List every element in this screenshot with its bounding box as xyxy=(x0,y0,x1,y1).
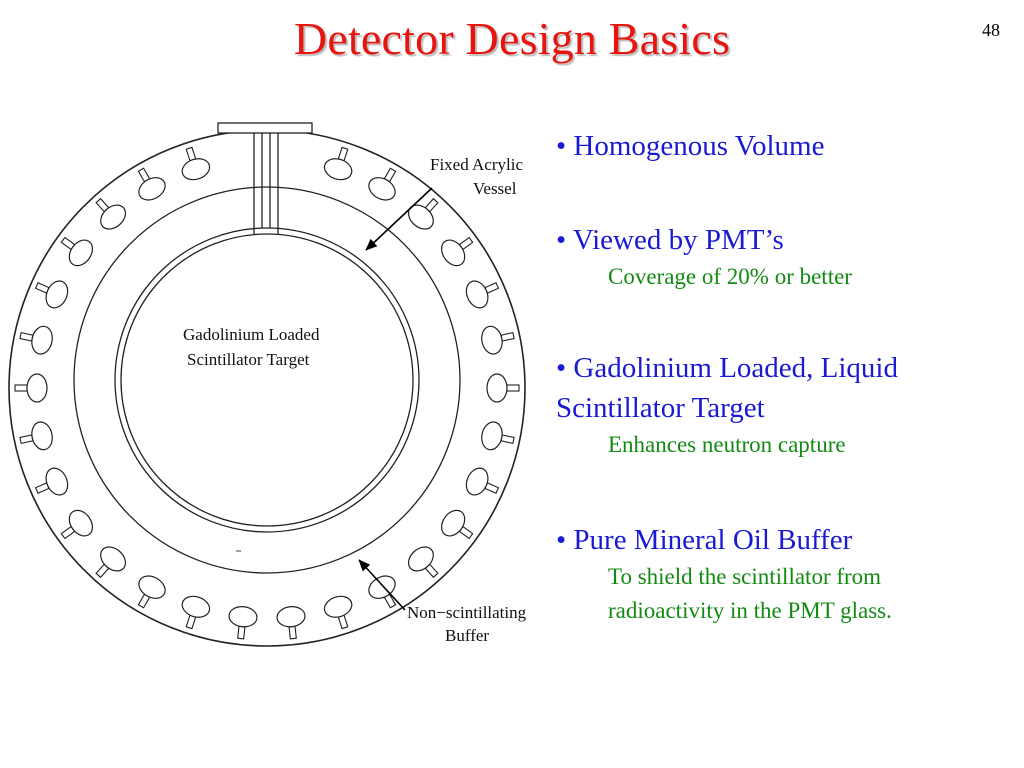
detector-diagram: Fixed Acrylic Vessel Gadolinium Loaded S… xyxy=(8,122,527,647)
slide-title: Detector Design Basics xyxy=(293,13,731,64)
pmt xyxy=(481,421,515,451)
buffer-label-line1: Non−scintillating xyxy=(407,603,527,622)
buffer-label-line2: Buffer xyxy=(445,626,489,645)
pmt xyxy=(407,197,439,230)
pmt xyxy=(228,606,258,640)
bullet-text: • Viewed by PMT’s xyxy=(556,224,784,256)
chimney xyxy=(253,133,279,234)
bullet-item-4: • Pure Mineral Oil Buffer To shield the … xyxy=(556,520,892,628)
pmt xyxy=(440,236,474,267)
pmt xyxy=(276,606,306,640)
pmt xyxy=(323,146,353,181)
bullet-item-1: • Homogenous Volume xyxy=(556,126,824,166)
bullet-text: • Gadolinium Loaded, Liquid Scintillator… xyxy=(556,352,898,424)
pmt xyxy=(19,421,53,451)
pmt xyxy=(181,146,211,181)
bullet-subtext: To shield the scintillator from xyxy=(608,564,882,589)
target-vessel-inner xyxy=(120,233,414,527)
bullet-item-3: • Gadolinium Loaded, Liquid Scintillator… xyxy=(556,348,1016,462)
pmt xyxy=(465,280,500,309)
target-label-line1: Gadolinium Loaded xyxy=(183,325,320,344)
pmt xyxy=(95,197,127,230)
slide-number: 48 xyxy=(982,20,1000,40)
outer-tank-wall xyxy=(8,129,526,647)
pmt xyxy=(481,325,515,355)
target-label-line2: Scintillator Target xyxy=(187,350,310,369)
bullet-subtext: Coverage of 20% or better xyxy=(608,264,852,289)
bullet-item-2: • Viewed by PMT’s Coverage of 20% or bet… xyxy=(556,220,852,294)
chimney-flange xyxy=(217,122,313,134)
pmt xyxy=(60,236,94,267)
target-vessel-outer xyxy=(114,227,420,533)
pmt xyxy=(14,373,48,403)
pmt xyxy=(34,280,69,309)
bullet-text: • Pure Mineral Oil Buffer xyxy=(556,524,853,556)
pmt xyxy=(137,167,166,201)
acrylic-vessel-outer xyxy=(73,186,461,574)
pmt xyxy=(95,546,127,579)
vessel-label-line1: Fixed Acrylic xyxy=(430,155,523,174)
bullet-subtext: Enhances neutron capture xyxy=(608,432,846,457)
pmt xyxy=(60,509,94,540)
pmt xyxy=(407,546,439,579)
pmt xyxy=(440,509,474,540)
bullet-subtext: radioactivity in the PMT glass. xyxy=(608,598,892,623)
pmt xyxy=(323,595,353,630)
pmt-ring xyxy=(14,146,520,640)
pmt xyxy=(181,595,211,630)
pmt xyxy=(19,325,53,355)
pmt xyxy=(486,373,520,403)
vessel-label-line2: Vessel xyxy=(473,179,517,198)
bullet-text: • Homogenous Volume xyxy=(556,130,825,162)
buffer-pointer-arrow xyxy=(358,559,406,611)
pmt xyxy=(368,575,397,609)
pmt xyxy=(34,467,69,496)
vessel-pointer-arrow xyxy=(365,187,433,251)
pmt xyxy=(465,467,500,496)
pmt xyxy=(137,575,166,609)
pmt xyxy=(368,167,397,201)
